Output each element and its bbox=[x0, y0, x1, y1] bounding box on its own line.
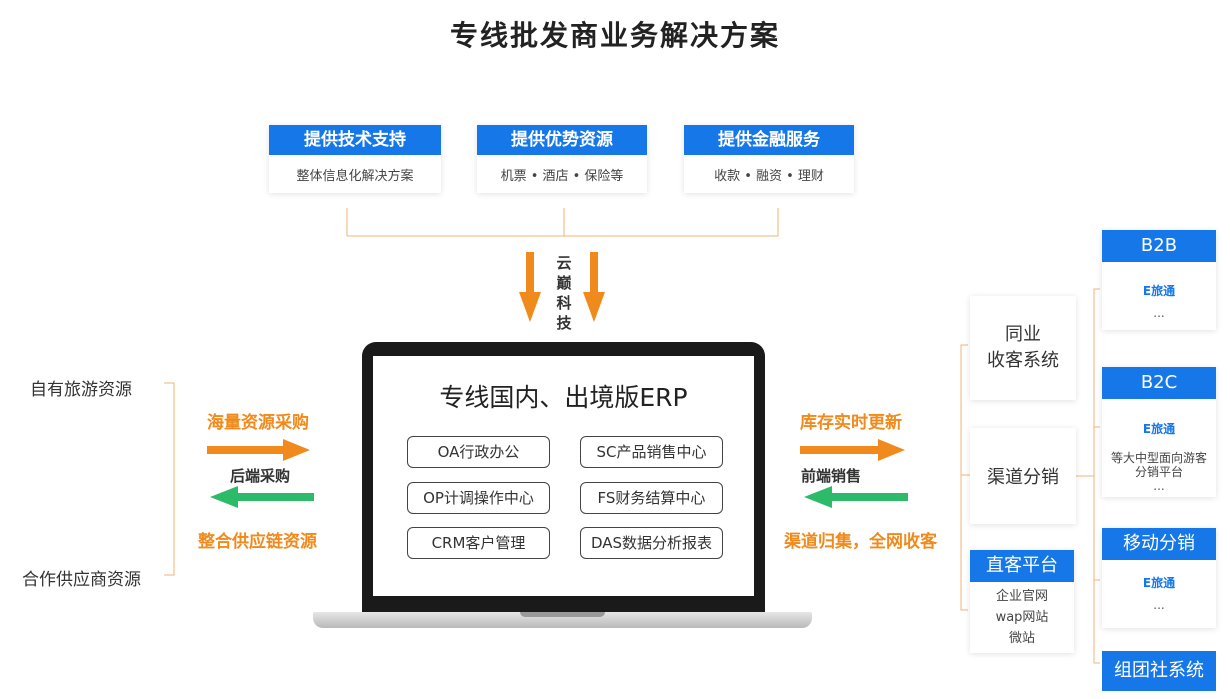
vendor-char-4: 技 bbox=[556, 314, 572, 332]
b2c-desc-1: 等大中型面向游客 bbox=[1110, 451, 1207, 465]
erp-title: 专线国内、出境版ERP bbox=[439, 383, 688, 412]
module-crm: CRM客户管理 bbox=[407, 527, 550, 559]
backend-purchase-label: 后端采购 bbox=[230, 467, 291, 485]
frontend-sales-label: 前端销售 bbox=[801, 467, 862, 485]
module-sc: SC产品销售中心 bbox=[580, 436, 723, 468]
left-orange-arrow bbox=[207, 439, 310, 461]
vendor-char-3: 科 bbox=[556, 294, 572, 312]
peer-system-line2: 收客系统 bbox=[987, 350, 1059, 371]
direct-item-wap: wap网站 bbox=[995, 610, 1049, 625]
distribution-label: 渠道分销 bbox=[987, 467, 1059, 488]
service-finance-title: 提供金融服务 bbox=[684, 125, 854, 155]
module-op: OP计调操作中心 bbox=[407, 482, 550, 514]
b2b-more: ... bbox=[1153, 306, 1165, 320]
module-oa: OA行政办公 bbox=[407, 436, 550, 468]
service-tech: 提供技术支持 整体信息化解决方案 bbox=[269, 125, 441, 193]
service-finance-sub: 收款 • 融资 • 理财 bbox=[714, 169, 824, 184]
left-source-bracket bbox=[164, 382, 175, 576]
vendor-char-2: 巅 bbox=[556, 274, 572, 292]
b2b-title: B2B bbox=[1102, 230, 1216, 262]
group-agency-system: 组团社系统 bbox=[1102, 651, 1216, 691]
b2c-desc-2: 分销平台 bbox=[1134, 465, 1183, 479]
module-das: DAS数据分析报表 bbox=[580, 527, 723, 559]
peer-system-line1: 同业 bbox=[1005, 324, 1041, 345]
direct-item-website: 企业官网 bbox=[995, 589, 1048, 604]
laptop-base bbox=[313, 612, 812, 628]
service-resources: 提供优势资源 机票 • 酒店 • 保险等 bbox=[477, 125, 647, 193]
mobile-etong: E旅通 bbox=[1142, 576, 1176, 590]
service-tech-sub: 整体信息化解决方案 bbox=[296, 169, 414, 184]
mass-purchase-label: 海量资源采购 bbox=[207, 413, 309, 433]
channel-collect-label: 渠道归集，全网收客 bbox=[784, 532, 937, 552]
direct-platform-title: 直客平台 bbox=[970, 550, 1074, 582]
laptop-notch bbox=[520, 612, 605, 617]
service-resources-sub: 机票 • 酒店 • 保险等 bbox=[500, 169, 624, 184]
vendor-label: 云 巅 科 技 bbox=[554, 253, 574, 333]
b2c-more: ... bbox=[1153, 479, 1165, 493]
down-arrow-right bbox=[583, 252, 605, 322]
own-resources: 自有旅游资源 bbox=[30, 380, 132, 400]
peer-system-box bbox=[970, 296, 1076, 400]
service-finance: 提供金融服务 收款 • 融资 • 理财 bbox=[684, 125, 854, 193]
service-tech-title: 提供技术支持 bbox=[269, 125, 441, 155]
partner-resources: 合作供应商资源 bbox=[22, 570, 141, 590]
down-arrow-left bbox=[519, 252, 541, 322]
b2c-title: B2C bbox=[1102, 367, 1216, 399]
right-orange-arrow bbox=[800, 439, 905, 461]
service-resources-title: 提供优势资源 bbox=[477, 125, 647, 155]
b2c-etong: E旅通 bbox=[1142, 422, 1176, 436]
page-title: 专线批发商业务解决方案 bbox=[449, 19, 780, 52]
supply-chain-label: 整合供应链资源 bbox=[198, 532, 317, 552]
b2b-etong: E旅通 bbox=[1142, 284, 1176, 298]
inventory-update-label: 库存实时更新 bbox=[800, 413, 902, 433]
service-bracket bbox=[346, 208, 779, 237]
left-green-arrow bbox=[210, 486, 314, 508]
mobile-title: 移动分销 bbox=[1102, 528, 1216, 560]
distribution-box bbox=[970, 428, 1076, 524]
module-fs: FS财务结算中心 bbox=[580, 482, 723, 514]
right-green-arrow bbox=[804, 486, 908, 508]
vendor-char-1: 云 bbox=[556, 254, 572, 272]
peer-system-label: 同业 收客系统 bbox=[970, 322, 1076, 374]
mobile-more: ... bbox=[1153, 598, 1165, 612]
direct-item-microsite: 微站 bbox=[1008, 631, 1035, 646]
